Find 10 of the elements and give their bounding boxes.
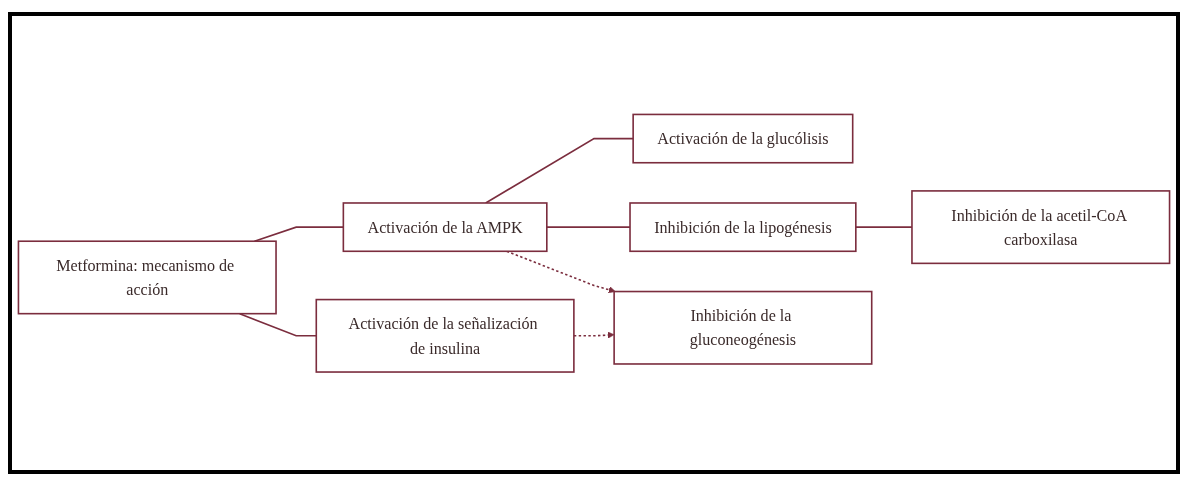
connector	[546, 226, 631, 228]
node-box: Inhibición de la lipogénesis	[629, 201, 857, 252]
arrow	[573, 331, 615, 339]
node-box: Activación de la AMPK	[342, 201, 548, 252]
node-box: Inhibición de la acetil-CoA carboxilasa	[911, 189, 1171, 264]
node-box: Metformina: mecanismo de acción	[17, 240, 277, 315]
node-box: Activación de la glucólisis	[632, 113, 854, 164]
connector	[484, 137, 634, 204]
node-box: Inhibición de la gluconeogénesis	[613, 290, 873, 365]
node-box: Activación de la señalización de insulina	[315, 298, 575, 373]
